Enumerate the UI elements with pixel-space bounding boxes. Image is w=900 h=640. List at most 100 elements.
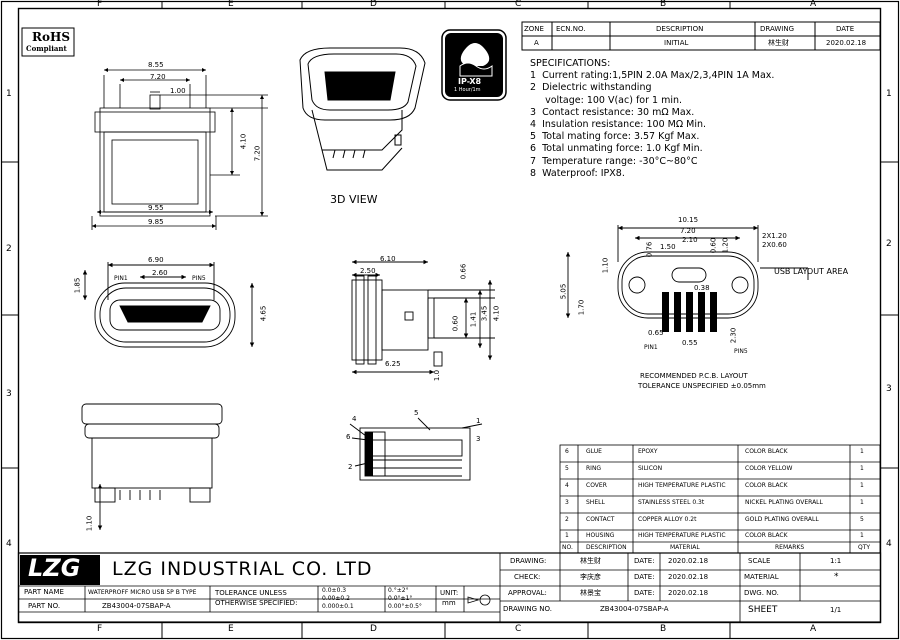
bom-cell: GLUE — [586, 448, 602, 455]
dim: 2.30 — [729, 327, 738, 344]
dim: 10.15 — [678, 216, 699, 224]
rev-header-date: DATE — [836, 25, 855, 33]
callout: 5 — [414, 409, 419, 417]
drawing-label: DRAWING: — [510, 557, 547, 565]
dim: 0.76 — [645, 241, 654, 258]
dim: 0.55 — [682, 339, 698, 347]
dim: 7.20 — [253, 145, 262, 162]
rev-drawn-by: 林生财 — [768, 39, 789, 47]
dim: 1.10 — [85, 515, 94, 532]
bom-header: REMARKS — [775, 544, 805, 551]
rev-header-description: DESCRIPTION — [656, 25, 704, 33]
date-value: 2020.02.18 — [668, 557, 709, 565]
approval-by: 林景宝 — [580, 589, 601, 597]
bom-cell: SILICON — [638, 465, 663, 472]
zone-col-e-bottom: E — [228, 624, 234, 634]
dim: 0.60 — [451, 315, 460, 332]
rohs-title: RoHS — [32, 30, 70, 44]
dim: 1.0 — [433, 369, 442, 382]
rev-date: 2020.02.18 — [826, 39, 867, 47]
date-label: DATE: — [634, 573, 655, 581]
dim: 5.05 — [559, 283, 568, 300]
dim: 8.55 — [148, 61, 164, 69]
bom-cell: 6 — [565, 448, 569, 455]
drawing-no: ZB43004-07SBAP-A — [600, 605, 669, 613]
bom-cell: CONTACT — [586, 516, 615, 523]
company-name: LZG INDUSTRIAL CO. LTD — [112, 558, 373, 580]
bom-cell: HIGH TEMPERATURE PLASTIC — [638, 482, 726, 489]
pin1-label: PIN1 — [114, 275, 128, 282]
callout: 4 — [352, 415, 357, 423]
tol-angular: 0.00°±0.5° — [388, 603, 422, 610]
zone-row-4: 4 — [6, 539, 12, 549]
part-no: ZB43004-07SBAP-A — [102, 602, 171, 610]
bom-cell: 1 — [565, 532, 569, 539]
bom-cell: COLOR YELLOW — [745, 465, 793, 472]
date-value: 2020.02.18 — [668, 573, 709, 581]
tolerance-label-2: OTHERWISE SPECIFIED: — [215, 599, 298, 607]
bom-cell: COVER — [586, 482, 607, 489]
zone-row-2: 2 — [6, 244, 12, 254]
bom-header: MATERIAL — [670, 544, 700, 551]
callout: 3 — [476, 435, 481, 443]
dim: 2X0.60 — [762, 241, 787, 249]
dim: 6.10 — [380, 255, 396, 263]
zone-row-4-right: 4 — [886, 539, 892, 549]
specifications: SPECIFICATIONS: 1 Current rating:1,5PIN … — [530, 58, 774, 180]
bom-cell: COPPER ALLOY 0.2t — [638, 516, 697, 523]
rev-header-zone: ZONE — [524, 25, 544, 33]
specifications-title: SPECIFICATIONS: — [530, 58, 611, 69]
view-label-3d: 3D VIEW — [330, 193, 378, 206]
drawing-by: 林生财 — [580, 557, 601, 565]
dim: 1.10 — [601, 257, 610, 274]
dim: 1.20 — [721, 237, 730, 254]
bom-cell: 1 — [860, 532, 864, 539]
dim: 2.60 — [152, 269, 168, 277]
dim: 2.50 — [360, 267, 376, 275]
bom-cell: 3 — [565, 499, 569, 506]
company-logo: LZG — [28, 554, 81, 582]
dim: 7.20 — [150, 73, 166, 81]
pcb-pin1-label: PIN1 — [644, 344, 658, 351]
spec-line: 3 Contact resistance: 30 mΩ Max. — [530, 106, 695, 118]
zone-row-3-right: 3 — [886, 384, 892, 394]
zone-row-1: 1 — [6, 89, 12, 99]
tol-angular: 0.0°±1° — [388, 595, 413, 602]
dim: 1.85 — [73, 277, 82, 294]
bom-cell: GOLD PLATING OVERALL — [745, 516, 819, 523]
bom-cell: 1 — [860, 448, 864, 455]
ip-rating-sub: 1 Hour/1m — [454, 87, 481, 93]
dim: 4.65 — [259, 305, 268, 322]
usb-layout-area-label: USB LAYOUT AREA — [774, 267, 849, 276]
dwg-no-label: DWG. NO. — [744, 589, 779, 597]
drawing-no-label: DRAWING NO. — [503, 605, 552, 613]
dim: 2.10 — [682, 236, 698, 244]
check-label: CHECK: — [514, 573, 541, 581]
sheet-label: SHEET — [748, 605, 778, 615]
zone-col-b-bottom: B — [660, 624, 667, 634]
unit: mm — [442, 599, 456, 607]
dim: 1.50 — [660, 243, 676, 251]
zone-row-1-right: 1 — [886, 89, 892, 99]
pcb-caption: RECOMMENDED P.C.B. LAYOUT — [640, 372, 748, 380]
bom-cell: COLOR BLACK — [745, 532, 788, 539]
part-name-label: PART NAME — [24, 588, 64, 596]
spec-line: 8 Waterproof: IPX8. — [530, 167, 625, 179]
dim: 3.45 — [480, 305, 489, 322]
date-label: DATE: — [634, 589, 655, 597]
zone-row-2-right: 2 — [886, 239, 892, 249]
dim: 9.85 — [148, 218, 164, 226]
zone-col-a: A — [810, 0, 817, 9]
spec-line: 1 Current rating:1,5PIN 2.0A Max/2,3,4PI… — [530, 70, 775, 82]
pcb-tolerance: TOLERANCE UNSPECIFIED ±0.05mm — [638, 382, 766, 390]
bom-header: QTY — [858, 544, 871, 551]
approval-label: APPROVAL: — [508, 589, 547, 597]
spec-line: voltage: 100 V(ac) for 1 min. — [530, 94, 683, 106]
bom-cell: 5 — [565, 465, 569, 472]
sheet: 1/1 — [830, 606, 842, 614]
scale: 1:1 — [830, 557, 842, 565]
dim: 4.10 — [239, 133, 248, 150]
dim: 0.60 — [709, 237, 718, 254]
tol-angular: 0.°±2° — [388, 587, 409, 594]
